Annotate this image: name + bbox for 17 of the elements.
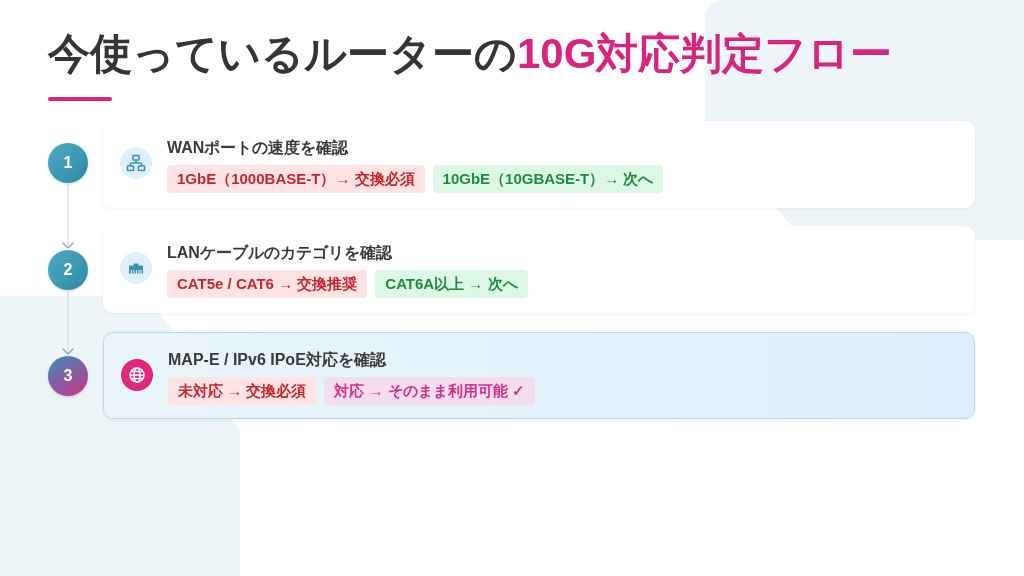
result-tag: 対応 → そのまま利用可能 ✓ — [324, 377, 535, 405]
result-tag: CAT6A以上 → 次へ — [375, 270, 528, 298]
step-number: 1 — [48, 143, 88, 183]
flow-arrow — [62, 183, 74, 249]
result-tag: 1GbE（1000BASE-T）→ 交換必須 — [167, 165, 425, 193]
step-heading: WANポートの速度を確認 — [167, 138, 349, 158]
step-heading: MAP-E / IPv6 IPoE対応を確認 — [168, 350, 386, 370]
result-tag: 未対応 → 交換必須 — [168, 377, 317, 405]
result-tag: 10GbE（10GBASE-T）→ 次へ — [432, 165, 664, 193]
step-card — [103, 226, 975, 313]
step-card — [103, 121, 975, 208]
step-heading: LANケーブルのカテゴリを確認 — [167, 243, 392, 263]
flow-arrow — [62, 290, 74, 355]
result-tag: CAT5e / CAT6 → 交換推奨 — [167, 270, 368, 298]
page-title: 今使っているルーターの10G対応判定フロー — [48, 29, 893, 79]
step-number: 2 — [48, 250, 88, 290]
step-card — [103, 332, 975, 419]
